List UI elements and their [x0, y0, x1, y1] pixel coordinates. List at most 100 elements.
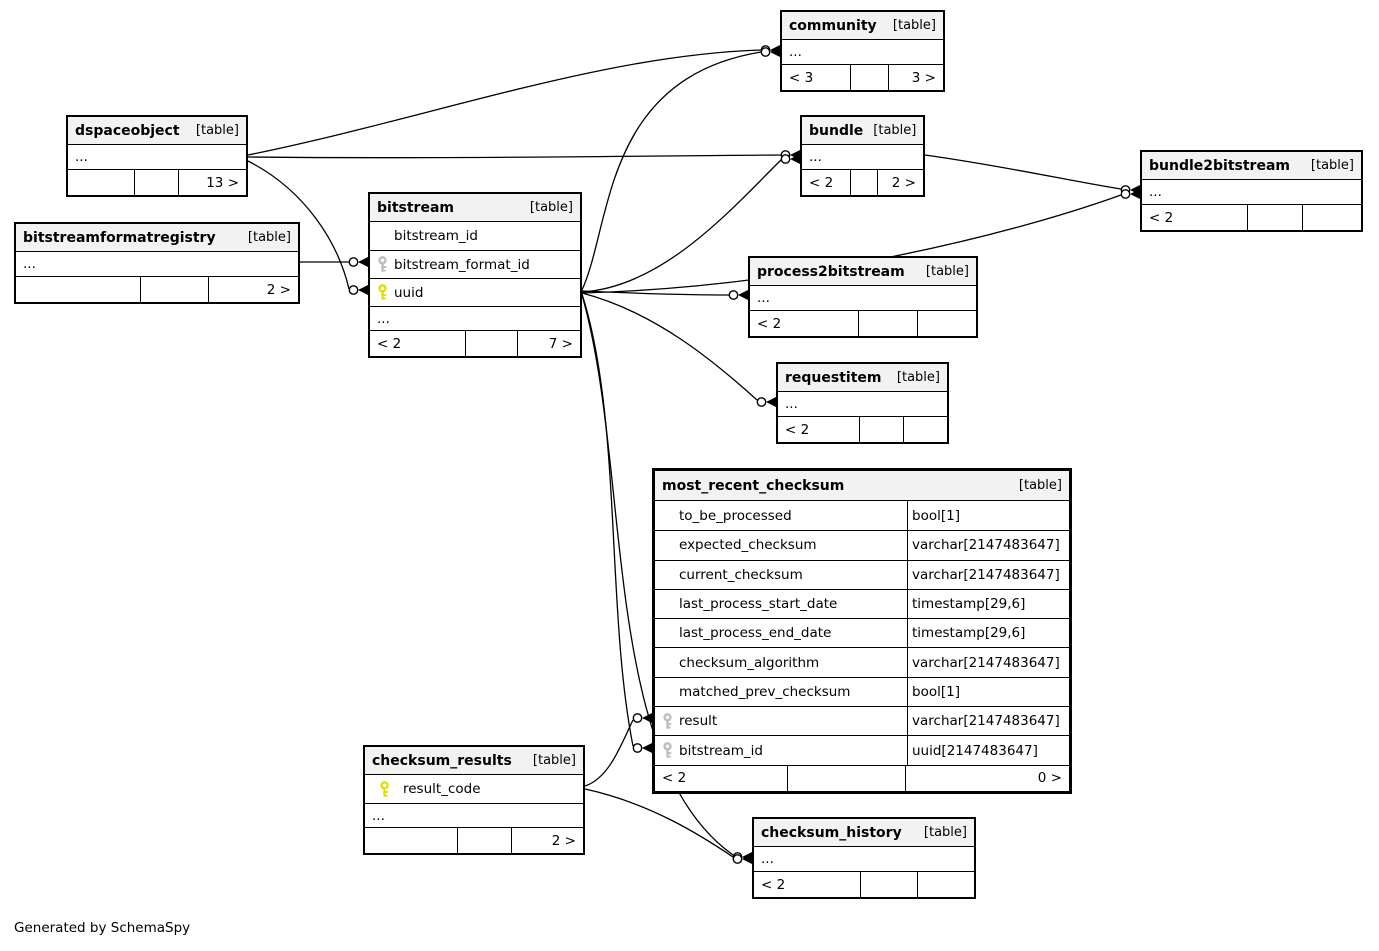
- column-name-cell: bitstream_format_id: [370, 251, 580, 278]
- column-type-cell: timestamp[29,6]: [908, 590, 1069, 618]
- incoming-degree: < 2: [1149, 209, 1174, 226]
- column-name-cell: matched_prev_checksum: [655, 677, 908, 707]
- hidden-columns-row: ...: [370, 306, 580, 330]
- column-label: ...: [23, 256, 36, 272]
- footer-divider: [850, 170, 852, 195]
- column-type: varchar[2147483647]: [912, 713, 1060, 730]
- column-type-cell: varchar[2147483647]: [908, 531, 1069, 559]
- footer-divider: [888, 65, 890, 90]
- degree-footer: 13 >: [68, 169, 246, 195]
- table-name[interactable]: checksum_history: [761, 824, 902, 841]
- table-dspaceobject[interactable]: dspaceobject[table]...13 >: [66, 115, 248, 197]
- table-type-tag: [table]: [1018, 478, 1062, 493]
- crowfoot-bitstream-requestitem: [756, 397, 776, 407]
- table-type-tag: [table]: [1310, 158, 1354, 173]
- column-label: ...: [75, 149, 88, 165]
- column-type-cell: uuid[2147483647]: [908, 736, 1069, 764]
- table-name[interactable]: requestitem: [785, 369, 882, 386]
- column-label: ...: [761, 851, 774, 867]
- column-name-cell: ...: [370, 307, 580, 330]
- footer-divider: [859, 872, 861, 897]
- column-name-cell: last_process_end_date: [655, 619, 908, 648]
- footer-divider: [178, 170, 180, 195]
- degree-footer: < 2: [778, 416, 947, 442]
- table-checksum_history[interactable]: checksum_history[table]... < 2: [752, 817, 976, 899]
- table-name[interactable]: most_recent_checksum: [662, 477, 845, 494]
- table-name[interactable]: bundle2bitstream: [1149, 157, 1290, 174]
- column-name-cell: last_process_start_date: [655, 589, 908, 619]
- crowfoot-arrow-icon: [738, 290, 748, 300]
- column-name-cell: ...: [16, 252, 298, 276]
- incoming-degree: < 2: [809, 174, 834, 191]
- column-type-cell: varchar[2147483647]: [908, 707, 1069, 735]
- table-requestitem[interactable]: requestitem[table]...< 2: [776, 362, 949, 444]
- primary-key-icon: [365, 780, 403, 798]
- crowfoot-arrow-icon: [1130, 189, 1140, 199]
- crowfoot-bitstream-bundle: [780, 154, 800, 164]
- table-name[interactable]: bitstreamformatregistry: [23, 229, 216, 246]
- hidden-columns-row: ...: [1142, 180, 1361, 204]
- column-label: last_process_start_date: [679, 596, 838, 613]
- column-label: bitstream_format_id: [394, 256, 530, 273]
- table-name[interactable]: community: [789, 17, 877, 34]
- column-type: bool[1]: [912, 507, 960, 524]
- table-process2bitstream[interactable]: process2bitstream[table]...< 2: [748, 256, 978, 338]
- table-header: checksum_history[table]: [754, 819, 974, 847]
- footer-divider: [207, 277, 209, 302]
- column-label: last_process_end_date: [679, 625, 832, 642]
- column-label: ...: [1149, 184, 1162, 200]
- incoming-degree: < 2: [761, 876, 786, 893]
- table-name[interactable]: dspaceobject: [75, 122, 180, 139]
- incoming-degree: < 2: [377, 335, 402, 352]
- table-type-tag: [table]: [247, 230, 291, 245]
- footer-divider: [464, 331, 466, 356]
- footer-divider: [917, 311, 919, 336]
- column-row-to_be_processed: to_be_processed bool[1]: [655, 501, 1069, 531]
- column-label: to_be_processed: [679, 507, 792, 524]
- column-type: varchar[2147483647]: [912, 654, 1060, 671]
- table-checksum_results[interactable]: checksum_results[table]result_code...2 >: [363, 745, 585, 855]
- crowfoot-dspaceobject-bitstream: [348, 285, 368, 295]
- table-name[interactable]: bitstream: [377, 199, 454, 216]
- column-type: timestamp[29,6]: [912, 596, 1026, 613]
- table-bitstreamformatregistry[interactable]: bitstreamformatregistry [table]... 2 >: [14, 222, 300, 304]
- hidden-columns-row: ...: [68, 145, 246, 169]
- footer-divider: [133, 170, 135, 195]
- table-name[interactable]: checksum_results: [372, 752, 512, 769]
- crowfoot-arrow-icon: [358, 285, 368, 295]
- footer-divider: [903, 417, 905, 442]
- crowfoot-bitstream-bundle2bitstream: [1120, 189, 1140, 199]
- table-most_recent_checksum[interactable]: most_recent_checksum [table] to_be_process…: [652, 468, 1072, 794]
- crowfoot-bitstream-community: [760, 47, 780, 57]
- table-type-tag: [table]: [925, 264, 969, 279]
- column-name-cell: bitstream_id: [655, 736, 908, 765]
- column-name-cell: result: [655, 707, 908, 736]
- edge-dspaceobject-bundle: [247, 154, 782, 159]
- hidden-columns-row: ...: [754, 847, 974, 871]
- edge-bitstream-process2bitstream: [581, 290, 730, 296]
- table-name[interactable]: bundle: [809, 122, 864, 139]
- edge-bitstream-checksum_history: [581, 294, 734, 856]
- table-header: bitstreamformatregistry [table]: [16, 224, 298, 252]
- table-bundle2bitstream[interactable]: bundle2bitstream [table]... < 2: [1140, 150, 1363, 232]
- crowfoot-bitstream-process2bitstream: [728, 290, 748, 300]
- column-name-cell: ...: [754, 847, 974, 871]
- column-type-cell: bool[1]: [908, 678, 1069, 706]
- outgoing-degree: 2 >: [266, 281, 291, 298]
- hidden-columns-row: ...: [802, 145, 923, 169]
- column-label: ...: [377, 310, 390, 327]
- edge-dspaceobject-bitstream: [247, 160, 350, 290]
- table-name[interactable]: process2bitstream: [757, 263, 905, 280]
- edge-bitstream-mrc-bitstream_id: [581, 293, 634, 747]
- crowfoot-arrow-icon: [766, 397, 776, 407]
- edge-bundle-bundle2bitstream: [924, 154, 1122, 190]
- column-label: bitstream_id: [679, 742, 763, 759]
